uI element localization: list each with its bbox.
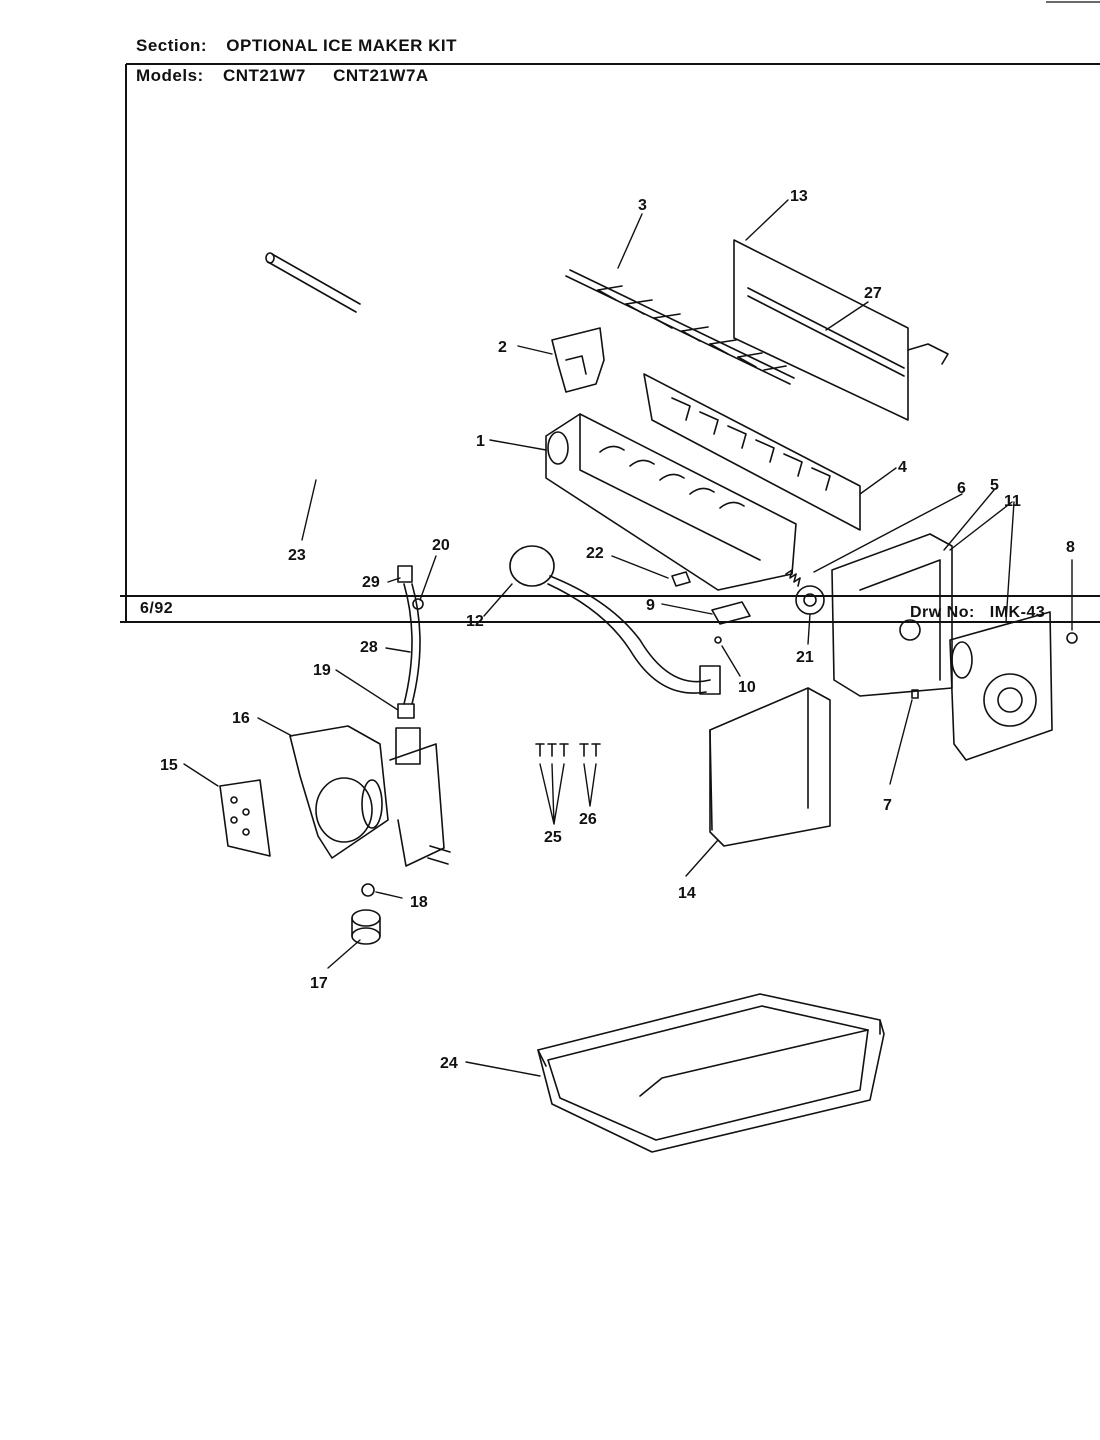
part-screw-10 [714,636,722,644]
callout-11: 11 [1004,493,1021,510]
part-ice-mold [545,413,797,591]
callout-13: 13 [790,188,808,205]
section-title: OPTIONAL ICE MAKER KIT [226,36,458,55]
callout-10: 10 [738,679,756,696]
callout-14: 14 [678,885,696,902]
part-water-valve [289,725,451,867]
callout-15: 15 [160,757,178,774]
part-screw-8 [1066,632,1078,644]
part-wire-harness [509,545,721,695]
part-mold-bracket [551,327,605,393]
callout-3: 3 [638,197,647,214]
callout-16: 16 [232,710,250,727]
part-screws [535,743,601,757]
callout-21: 21 [796,649,814,666]
callout-25: 25 [544,829,562,846]
part-motor [949,611,1053,761]
callout-22: 22 [586,545,604,562]
drawing-frame [120,1,1100,623]
callout-labels: 1 2 3 4 5 6 7 8 9 10 11 12 13 14 15 16 1… [160,188,1075,1072]
callout-12: 12 [466,613,484,630]
part-switch-bracket [711,601,751,625]
callout-2: 2 [498,339,507,356]
callout-17: 17 [310,975,328,992]
callout-19: 19 [313,662,331,679]
part-nut [351,909,381,945]
part-stripper-bar [733,239,949,421]
model-1: CNT21W7 [222,66,306,85]
callout-5: 5 [990,477,999,494]
callout-24: 24 [440,1055,458,1072]
part-stripper [643,373,861,531]
callout-27: 27 [864,285,882,302]
part-washer [361,883,375,897]
callout-29: 29 [362,574,380,591]
drawing-number-block: Drw No: IMK-43 [910,604,1045,622]
section-label: Section: [136,36,208,55]
drawing-number: IMK-43 [989,604,1046,621]
part-fill-tube [397,565,424,719]
drawing-date: 6/92 [140,600,174,617]
callout-23: 23 [288,547,306,564]
part-ejector-shaft [565,269,795,385]
part-mounting-plate [219,779,271,857]
leader-lines [183,199,1073,1077]
part-shield [671,571,691,587]
callout-7: 7 [883,797,892,814]
callout-9: 9 [646,597,655,614]
callout-4: 4 [898,459,907,476]
callout-8: 8 [1066,539,1075,556]
callout-6: 6 [957,480,966,497]
models-label: Models: [136,66,204,85]
part-cover [709,687,831,847]
callout-26: 26 [579,811,597,828]
part-fill-tube-insulation [265,252,361,313]
callout-28: 28 [360,639,378,656]
callout-1: 1 [476,433,485,450]
part-spring [785,569,801,587]
part-ice-bin [537,993,885,1153]
drawing-number-label: Drw No: [910,604,975,621]
model-2: CNT21W7A [333,66,429,85]
callout-20: 20 [432,537,450,554]
part-drive-gear [795,585,825,615]
models-header: Models: CNT21W7 CNT21W7A [136,66,451,86]
callout-18: 18 [410,894,428,911]
section-header: Section: OPTIONAL ICE MAKER KIT [136,36,479,56]
part-clip-7 [911,689,919,699]
